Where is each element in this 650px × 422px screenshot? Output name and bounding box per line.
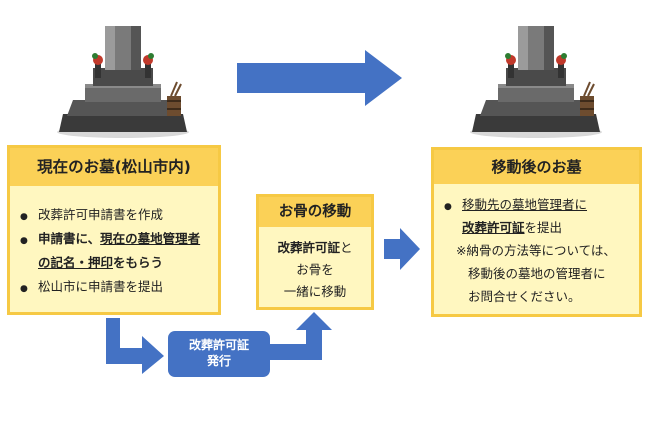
- grave-icon-left: [57, 26, 189, 138]
- permit-text: 改葬許可証: [277, 240, 340, 255]
- permit-text: 改葬許可証: [462, 220, 525, 235]
- grave-icon-right: [470, 26, 602, 138]
- list-item-text: を提出: [524, 220, 563, 235]
- arrow-right-icon: [384, 228, 420, 270]
- panel-title: 移動後のお墓: [434, 150, 639, 184]
- list-item: ● 改葬許可申請書を作成: [20, 206, 163, 226]
- list-item-emphasis: の記名・押印: [38, 255, 114, 270]
- current-grave-panel: 現在のお墓(松山市内) ● 改葬許可申請書を作成 ● 申請書に、現在の墓地管理者 の…: [7, 145, 221, 315]
- list-item-text: 移動先の墓地管理者に: [462, 197, 588, 212]
- middle-text: と: [340, 240, 353, 255]
- note-line: ※納骨の方法等については、: [456, 243, 616, 258]
- middle-line-3: 一緒に移動: [283, 284, 347, 299]
- bullet-icon: ●: [20, 212, 28, 222]
- list-item-emphasis: 現在の墓地管理者: [100, 231, 201, 246]
- bone-transfer-panel: お骨の移動 改葬許可証と お骨を 一緒に移動: [256, 194, 374, 310]
- list-item-text: をもらう: [113, 255, 164, 270]
- note-line: お問合せください。: [468, 289, 581, 304]
- list-item-text: 松山市に申請書を提出: [38, 279, 164, 294]
- list-item-text: 申請書に、: [38, 231, 101, 246]
- new-grave-panel: 移動後のお墓 ● 移動先の墓地管理者に 改葬許可証を提出 ※納骨の方法等については…: [431, 147, 642, 317]
- arrow-right-icon: [237, 50, 402, 106]
- permit-issued-line1: 改葬許可証: [188, 338, 249, 352]
- bullet-icon: ●: [20, 236, 28, 246]
- list-item: ● 松山市に申請書を提出: [20, 278, 163, 298]
- bullet-icon: ●: [20, 284, 28, 294]
- panel-title: お骨の移動: [259, 197, 371, 227]
- list-item-continued: の記名・押印をもらう: [38, 254, 163, 272]
- elbow-arrow-icon: [270, 312, 332, 360]
- bullet-icon: ●: [444, 202, 452, 212]
- panel-title: 現在のお墓(松山市内): [10, 148, 218, 186]
- list-item-text: 改葬許可申請書を作成: [38, 207, 164, 222]
- middle-line-1: 改葬許可証と: [259, 237, 371, 256]
- permit-issued-line2: 発行: [206, 354, 231, 368]
- list-item: ● 移動先の墓地管理者に: [444, 196, 587, 216]
- note-line: 移動後の墓地の管理者に: [468, 266, 606, 281]
- middle-line-2: お骨を: [296, 262, 334, 277]
- list-item: ● 申請書に、現在の墓地管理者: [20, 230, 200, 250]
- permit-issued-box: 改葬許可証 発行: [168, 331, 270, 377]
- list-item-continued: 改葬許可証を提出: [462, 219, 562, 237]
- elbow-arrow-icon: [106, 318, 164, 374]
